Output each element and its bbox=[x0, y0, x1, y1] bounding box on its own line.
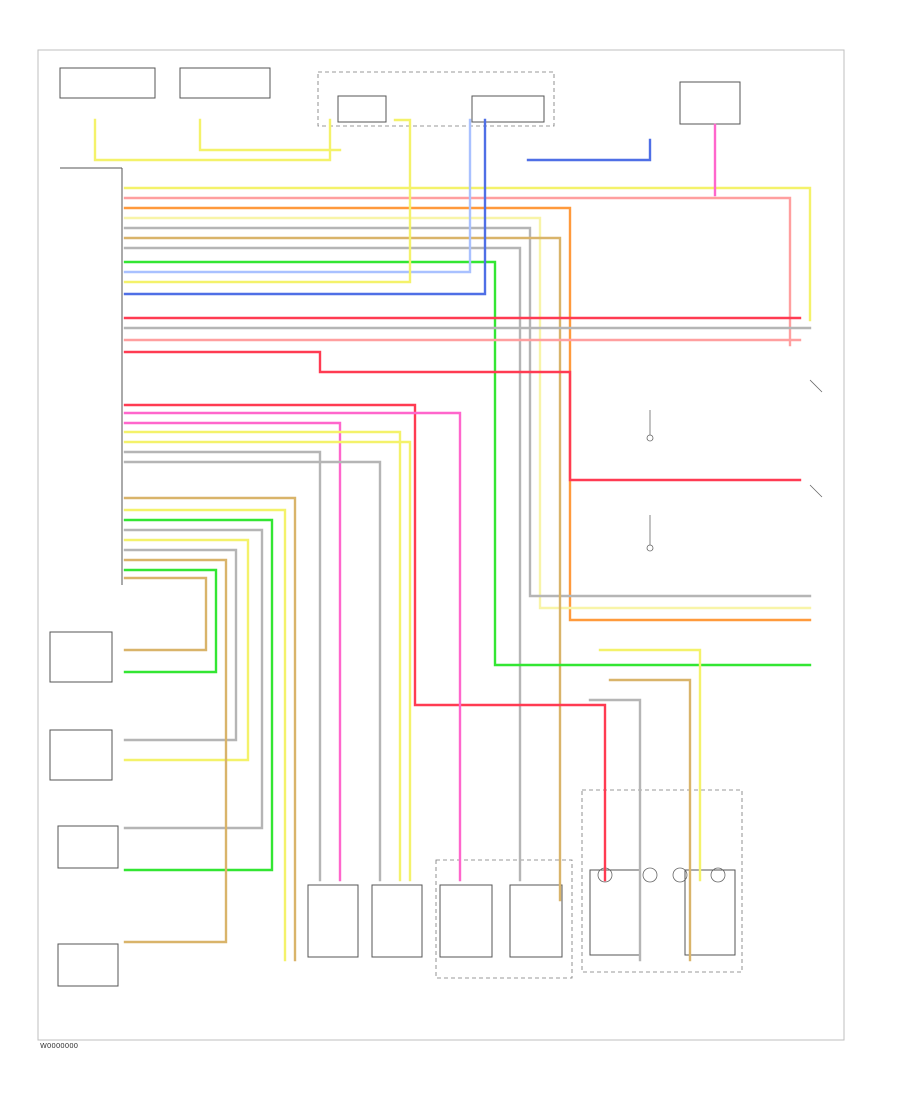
wire-green-9 bbox=[123, 260, 812, 667]
wire-tan-36 bbox=[608, 678, 692, 962]
wire-red-19 bbox=[123, 403, 607, 882]
wire-pink-20 bbox=[123, 411, 462, 882]
top-fuse-group bbox=[59, 67, 741, 127]
wire-tan-32 bbox=[123, 558, 228, 944]
wire-yellow-2 bbox=[123, 186, 812, 322]
wire-yellow-27 bbox=[123, 508, 287, 962]
wire-red-16 bbox=[123, 350, 802, 482]
wire-green-28 bbox=[123, 518, 274, 872]
wire-blue-12 bbox=[123, 118, 487, 296]
wire-yellow-35 bbox=[598, 648, 702, 882]
wire-yellow-22 bbox=[123, 430, 402, 882]
wire-gray-6 bbox=[123, 226, 812, 598]
wire-pink-21 bbox=[123, 421, 342, 882]
footer-code: W0000000 bbox=[40, 1042, 78, 1050]
control-module-block bbox=[60, 167, 123, 585]
wire-blue-17 bbox=[526, 138, 652, 162]
wire-yellow-11 bbox=[123, 118, 412, 284]
wire-gray-31 bbox=[123, 548, 238, 742]
wire-gray-8 bbox=[123, 246, 522, 882]
wire-tan-7 bbox=[123, 236, 562, 902]
wire-light_blue-10 bbox=[123, 118, 472, 274]
wire-gray-29 bbox=[123, 528, 264, 830]
wire-gray-24 bbox=[123, 450, 322, 882]
wire-tan-26 bbox=[123, 496, 297, 962]
wire-yellow-1 bbox=[198, 118, 342, 152]
wire-yellow-23 bbox=[123, 440, 412, 882]
wire-green-33 bbox=[123, 568, 218, 674]
wire-light_yellow-5 bbox=[123, 216, 812, 610]
right-switch-group bbox=[646, 379, 823, 552]
diagram-frame bbox=[37, 49, 845, 1041]
wire-tan-34 bbox=[123, 576, 208, 652]
bottom-module-group bbox=[307, 789, 743, 979]
wire-yellow-0 bbox=[93, 118, 332, 162]
wire-gray-25 bbox=[123, 460, 382, 882]
wire-salmon-3 bbox=[123, 196, 792, 347]
wire-layer bbox=[93, 118, 812, 962]
wire-yellow-30 bbox=[123, 538, 250, 762]
left-sensor-group bbox=[49, 631, 119, 987]
wire-gray-37 bbox=[588, 698, 642, 962]
